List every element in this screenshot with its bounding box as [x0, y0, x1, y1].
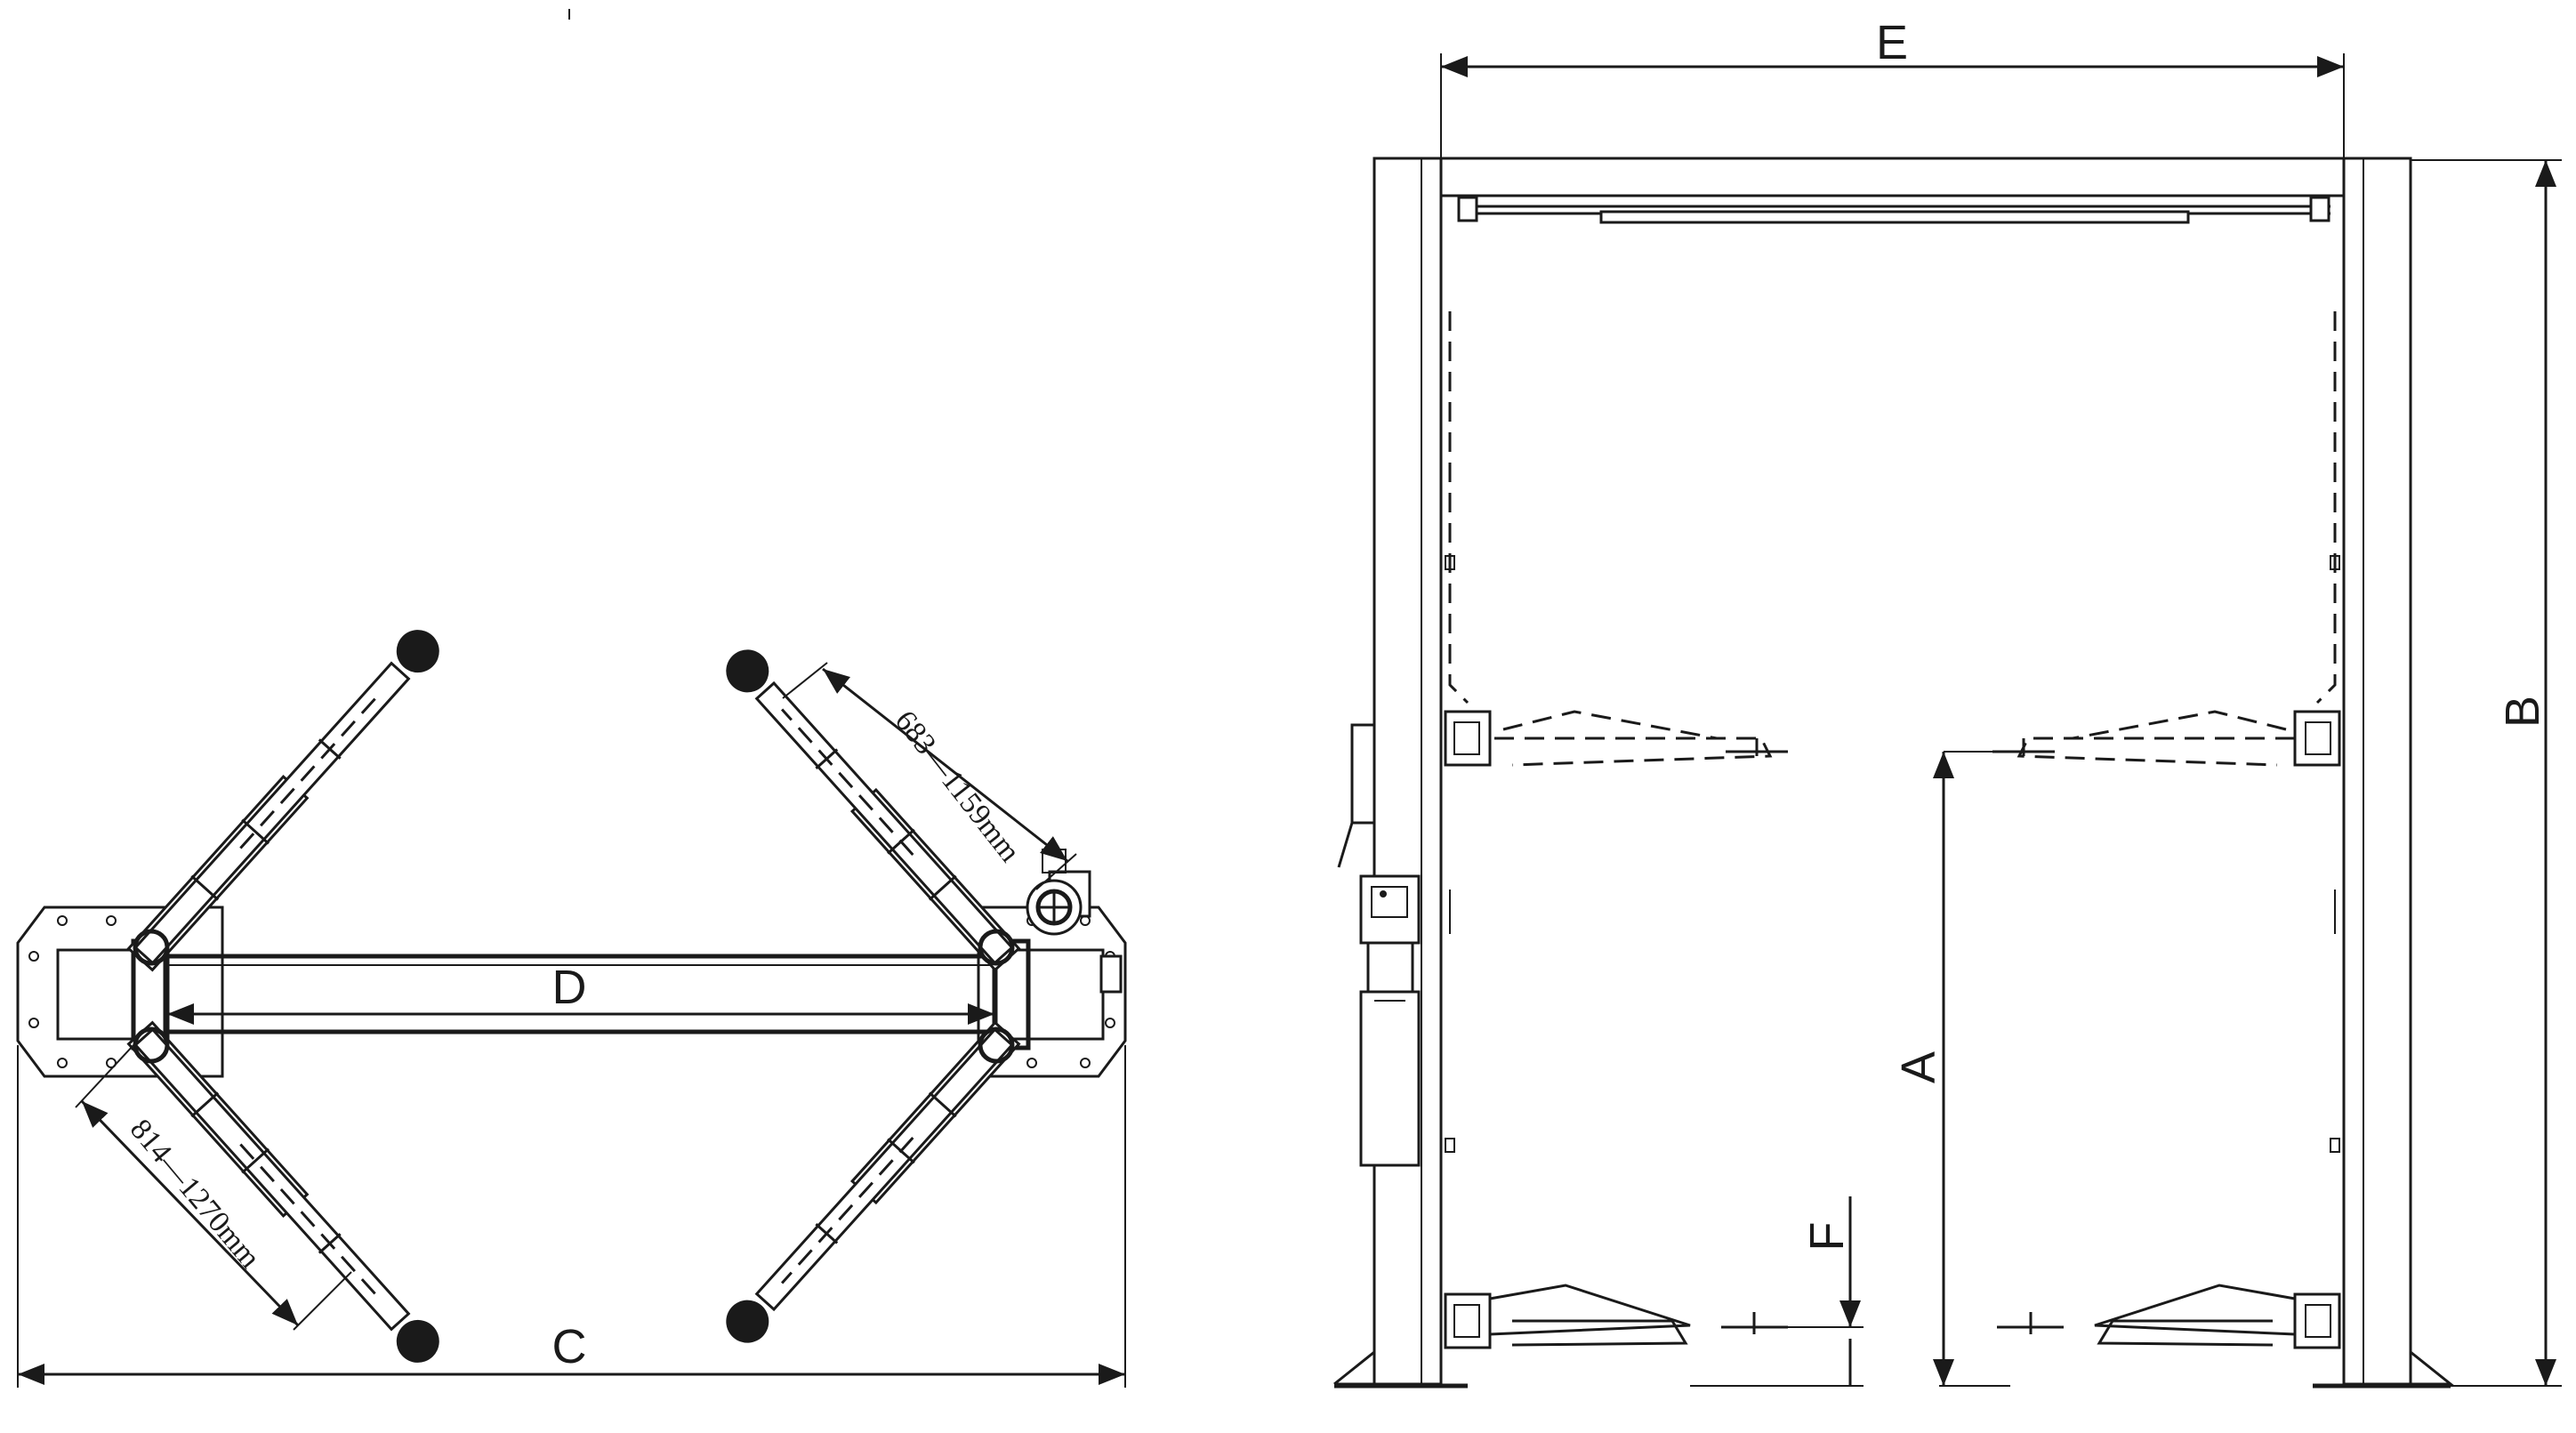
raised-carriage-right [1992, 311, 2337, 767]
dimension-d: D [167, 961, 994, 1025]
right-column-top [994, 948, 1105, 1041]
overhead-beam [1439, 157, 2346, 197]
label-d: D [552, 961, 587, 1014]
dimension-c: C [17, 1045, 1126, 1388]
label-a: A [1892, 1051, 1945, 1083]
dimension-a: A [1892, 751, 2010, 1387]
top-view: D C 683—1159mm 814—1270mm [16, 9, 1127, 1388]
label-c: C [552, 1320, 587, 1373]
dimension-b: B [2411, 159, 2562, 1387]
label-e: E [1876, 16, 1908, 69]
dimension-e: E [1440, 16, 2345, 158]
arm-upper-left [126, 630, 439, 972]
lowered-arm-left [1444, 1284, 1788, 1349]
raised-carriage-left [1448, 311, 1788, 767]
left-post [1373, 157, 1443, 1386]
label-b: B [2496, 696, 2549, 728]
dimension-long-arm: 814—1270mm [75, 1044, 352, 1331]
front-view: E B A F [1333, 16, 2562, 1389]
power-unit-top [1026, 848, 1123, 994]
right-post [2342, 157, 2412, 1386]
power-unit-front [1337, 723, 1421, 1167]
label-f: F [1800, 1222, 1854, 1252]
arm-lower-right [726, 1020, 1021, 1343]
lowered-arm-right [1997, 1284, 2341, 1349]
dimension-f: F [1690, 1196, 1864, 1387]
